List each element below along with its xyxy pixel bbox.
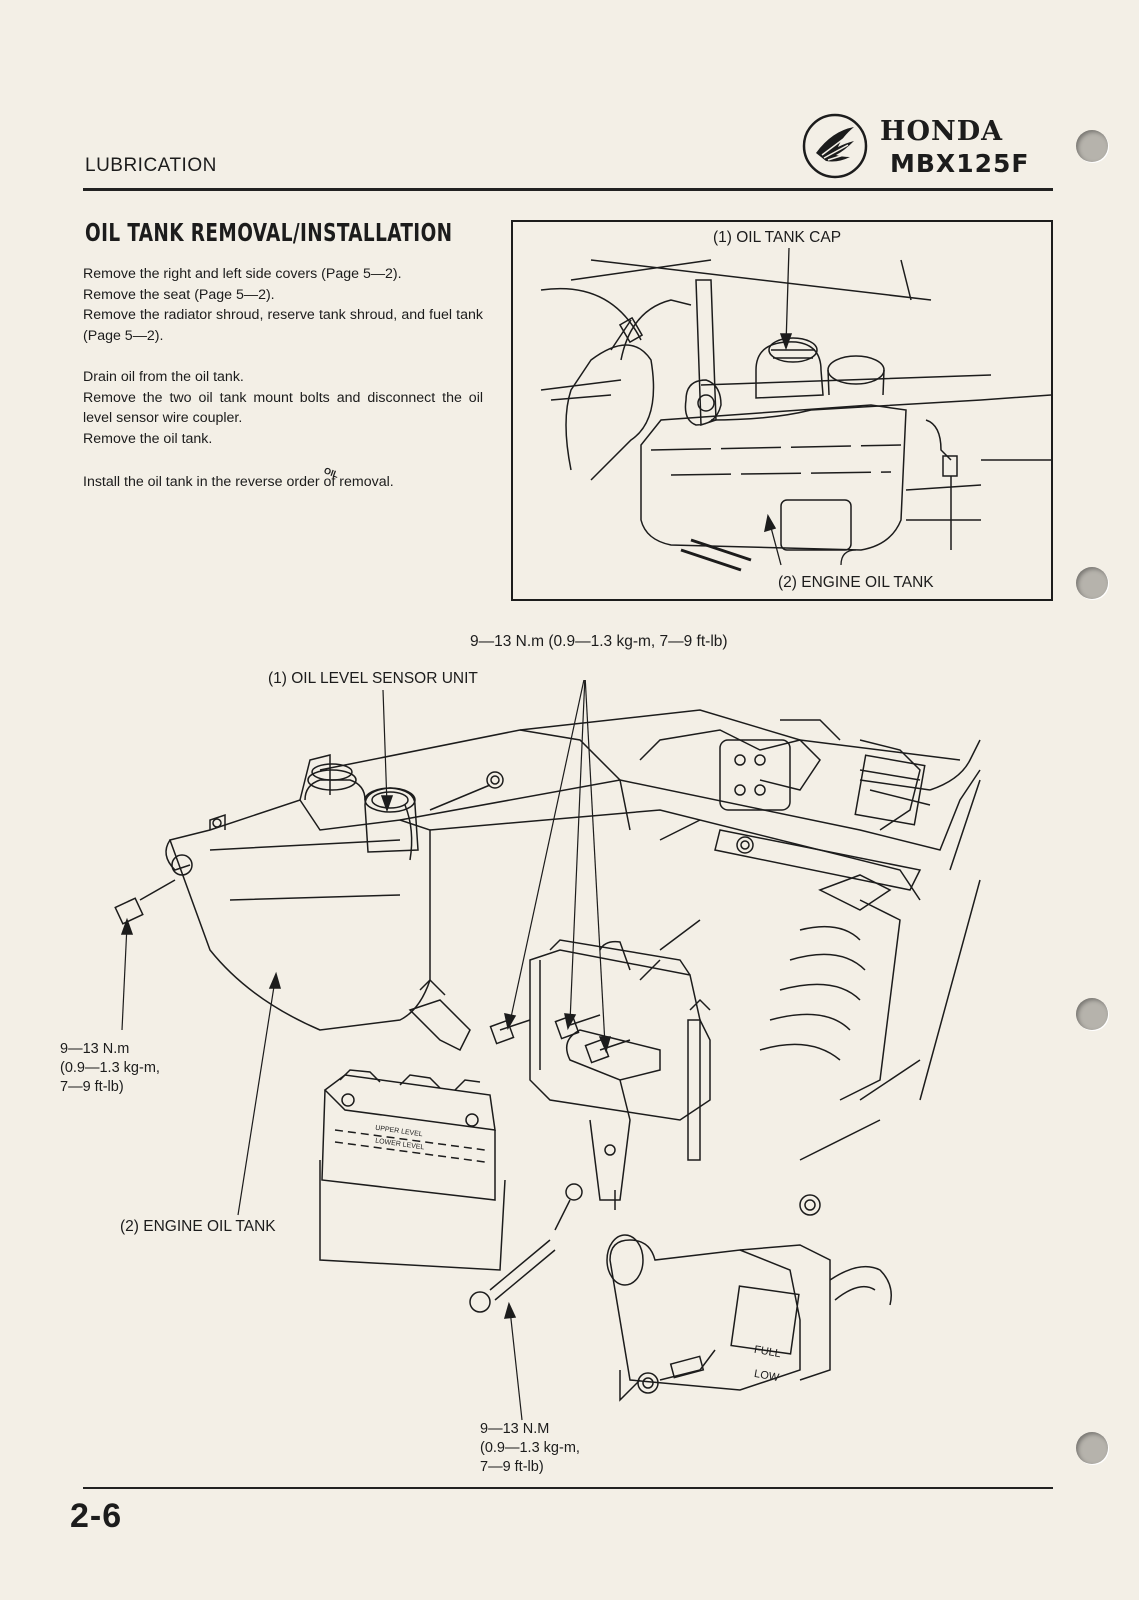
instruction-line: Remove the seat (Page 5—2).	[83, 286, 275, 303]
torque-spec-bottom: 9—13 N.M (0.9—1.3 kg-m, 7—9 ft-lb)	[480, 1420, 580, 1477]
header-rule	[83, 188, 1053, 191]
binder-hole	[1076, 998, 1108, 1030]
instruction-line: Install the oil tank in the reverse orde…	[83, 474, 394, 490]
oil-tank-exploded-figure	[114, 680, 981, 1421]
label-engine-oil-tank-2: (2) ENGINE OIL TANK	[120, 1218, 276, 1235]
instruction-line: Remove the oil tank.	[83, 430, 213, 447]
instructions-removal: Remove the right and left side covers (P…	[83, 264, 483, 346]
honda-wing-logo	[802, 113, 868, 179]
torque-line: 9—13 N.m	[60, 1041, 130, 1057]
label-oil-tank-cap: (1) OIL TANK CAP	[713, 229, 842, 247]
label-engine-oil-tank: (2) ENGINE OIL TANK	[778, 574, 934, 592]
brand-name: HONDA	[880, 116, 1004, 147]
torque-spec-left: 9—13 N.m (0.9—1.3 kg-m, 7—9 ft-lb)	[60, 1040, 160, 1097]
torque-line: 7—9 ft-lb)	[480, 1459, 544, 1475]
binder-hole	[1076, 567, 1108, 599]
instructions-install: Install the oil tank in the reverse orde…	[83, 472, 483, 493]
model-name: MBX125F	[890, 149, 1030, 178]
binder-hole	[1076, 1432, 1108, 1464]
page-heading: OIL TANK REMOVAL/INSTALLATION	[85, 218, 453, 247]
torque-line: 7—9 ft-lb)	[60, 1079, 124, 1095]
instructions-drain: Drain oil from the oil tank. Remove the …	[83, 367, 483, 449]
torque-line: 9—13 N.M	[480, 1421, 550, 1437]
binder-hole	[1076, 130, 1108, 162]
page-number: 2-6	[70, 1497, 123, 1535]
instruction-line: Remove the right and left side covers (P…	[83, 266, 402, 282]
instruction-line: Remove the two oil tank mount bolts and …	[83, 389, 483, 427]
instruction-line: Remove the radiator shroud, reserve tank…	[83, 307, 483, 344]
label-oil-level-sensor: (1) OIL LEVEL SENSOR UNIT	[268, 670, 478, 687]
section-title: LUBRICATION	[85, 155, 217, 176]
instruction-line: Drain oil from the oil tank.	[83, 369, 244, 385]
oil-tank-location-figure	[511, 220, 1053, 601]
footer-rule	[83, 1487, 1053, 1489]
torque-line: (0.9—1.3 kg-m,	[60, 1060, 160, 1076]
torque-line: (0.9—1.3 kg-m,	[480, 1440, 580, 1456]
torque-spec-top: 9—13 N.m (0.9—1.3 kg-m, 7—9 ft-lb)	[470, 633, 728, 650]
